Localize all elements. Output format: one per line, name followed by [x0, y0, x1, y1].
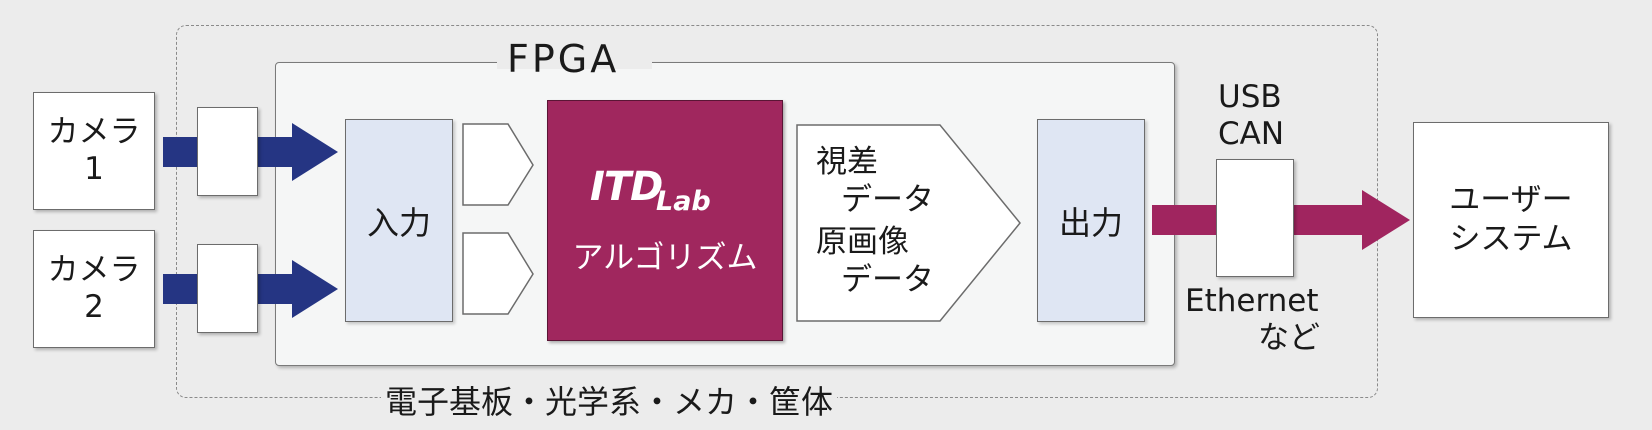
- data-output-shape: [796, 124, 1021, 322]
- interface-etc-label: など: [1258, 320, 1320, 356]
- output-block: 出力: [1037, 119, 1145, 322]
- itd-lab-logo: ITD Lab: [590, 164, 740, 222]
- user-system-arrow: [1294, 190, 1410, 250]
- data-raw-image-data: データ: [841, 262, 934, 298]
- camera2-arrow: [258, 260, 338, 318]
- interface-connector: [1216, 159, 1294, 277]
- input-label: 入力: [366, 203, 431, 242]
- camera-1-box: カメラ 1: [33, 92, 155, 210]
- algorithm-block: ITD Lab アルゴリズム: [547, 100, 783, 341]
- camera-2-connector: [197, 244, 258, 333]
- user-system-line2: システム: [1449, 221, 1573, 257]
- camera-2-box: カメラ 2: [33, 230, 155, 348]
- board-label: 電子基板・光学系・メカ・筐体: [381, 384, 838, 421]
- interface-ethernet-label: Ethernet: [1185, 283, 1319, 319]
- logo-main: ITD: [590, 164, 663, 210]
- camera1-link-bar: [163, 137, 197, 167]
- camera-2-label: カメラ: [47, 251, 141, 288]
- interface-can-label: CAN: [1218, 116, 1285, 152]
- user-system-line1: ユーザー: [1449, 182, 1573, 219]
- camera-1-connector: [197, 107, 258, 196]
- user-system-box: ユーザー システム: [1413, 122, 1609, 318]
- output-link-bar: [1152, 205, 1216, 235]
- output-label: 出力: [1058, 203, 1123, 242]
- camera-2-number: 2: [84, 289, 104, 325]
- data-parallax-label: 視差: [816, 144, 878, 180]
- camera1-arrow: [258, 123, 338, 181]
- fpga-label-backing: [497, 55, 652, 69]
- input-block: 入力: [345, 119, 453, 322]
- chevron-upper: [462, 123, 534, 206]
- camera2-link-bar: [163, 274, 197, 304]
- chevron-lower: [462, 232, 534, 315]
- interface-usb-label: USB: [1218, 79, 1282, 115]
- camera-1-label: カメラ: [47, 113, 141, 150]
- camera-1-number: 1: [84, 151, 104, 187]
- data-raw-image-label: 原画像: [816, 224, 909, 260]
- data-parallax-data: データ: [841, 182, 934, 218]
- fpga-label: FPGA: [507, 37, 620, 81]
- logo-sub: Lab: [656, 186, 711, 217]
- algorithm-label: アルゴリズム: [572, 240, 758, 276]
